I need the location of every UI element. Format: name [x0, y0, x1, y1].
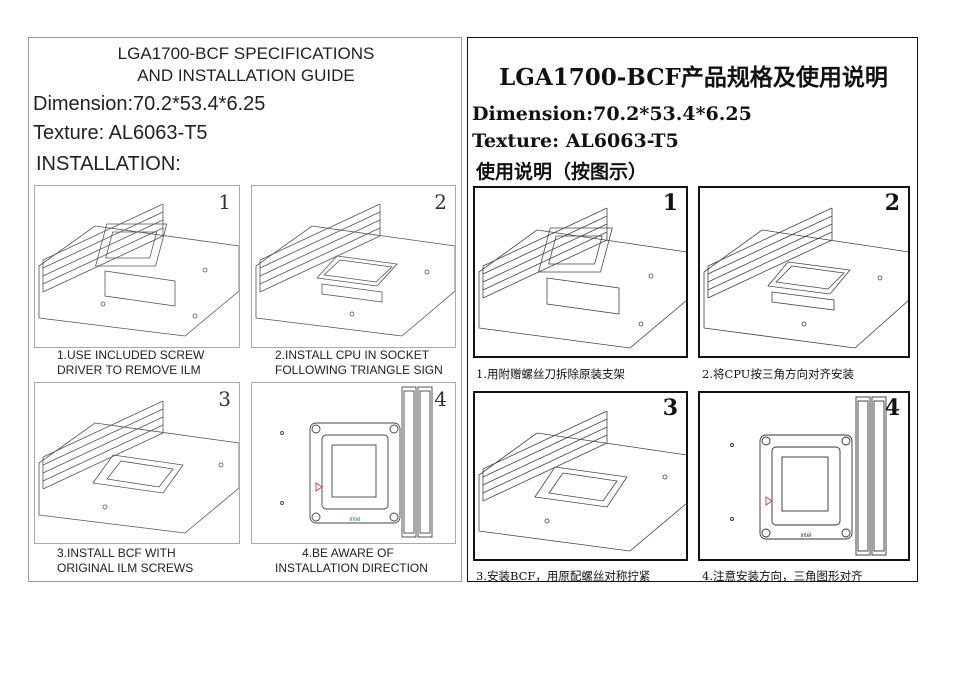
chinese-step-2-figure: 2 — [698, 186, 910, 358]
chinese-usage-heading: 使用说明（按图示） — [476, 161, 648, 183]
english-title-line1: LGA1700-BCF SPECIFICATIONS — [117, 44, 375, 63]
english-step-3-caption-line2: ORIGINAL ILM SCREWS — [57, 561, 194, 575]
chinese-step-2-illustration — [703, 207, 908, 349]
english-step-3-number: 3 — [218, 387, 231, 411]
english-step-1-caption-line1: 1.USE INCLUDED SCREW — [57, 348, 205, 362]
chinese-dimension: Dimension:70.2*53.4*6.25 — [472, 103, 752, 125]
chinese-step-1-figure: 1 — [473, 186, 688, 358]
english-step-2-caption-line1: 2.INSTALL CPU IN SOCKET — [275, 348, 430, 362]
english-step-4-number: 4 — [434, 387, 447, 411]
step-3-illustration — [38, 400, 239, 534]
english-spec-panel: LGA1700-BCF SPECIFICATIONS AND INSTALLAT… — [28, 37, 462, 582]
english-title-line2: AND INSTALLATION GUIDE — [137, 66, 355, 85]
english-step-3-figure: 3 — [34, 382, 240, 544]
english-step-2-number: 2 — [434, 190, 447, 214]
step-1-illustration — [38, 203, 239, 337]
english-step-3-caption-line1: 3.INSTALL BCF WITH — [57, 546, 176, 560]
english-installation-heading: INSTALLATION: — [36, 153, 181, 175]
chinese-step-1-illustration — [478, 207, 686, 349]
chinese-title: LGA1700-BCF产品规格及使用说明 — [499, 64, 888, 91]
english-texture: Texture: AL6063-T5 — [33, 122, 208, 144]
step-4-frame-logo: intel — [349, 517, 360, 523]
english-step-1-caption-line2: DRIVER TO REMOVE ILM — [57, 363, 201, 377]
chinese-step-4-illustration: intel — [730, 396, 887, 556]
chinese-texture: Texture: AL6063-T5 — [472, 130, 679, 152]
english-step-4-caption-line2: INSTALLATION DIRECTION — [275, 561, 428, 575]
chinese-step-3-illustration — [478, 410, 686, 552]
english-step-1-number: 1 — [218, 190, 231, 214]
chinese-step-4-figure: intel 4 — [698, 391, 910, 561]
step-4-illustration: intel — [280, 386, 433, 538]
english-step-2-figure: 2 — [251, 185, 456, 348]
chinese-spec-panel: LGA1700-BCF产品规格及使用说明 Dimension:70.2*53.4… — [467, 37, 918, 583]
chinese-step-4-caption: 4.注意安装方向，三角图形对齐 — [702, 569, 863, 583]
english-step-2-caption-line2: FOLLOWING TRIANGLE SIGN — [275, 363, 443, 377]
chinese-step-1-caption: 1.用附赠螺丝刀拆除原装支架 — [476, 367, 625, 381]
chinese-step-1-number: 1 — [662, 190, 678, 216]
chinese-step-3-caption: 3.安装BCF，用原配螺丝对称拧紧 — [476, 569, 651, 583]
step-2-illustration — [255, 203, 455, 337]
chinese-step-3-number: 3 — [662, 395, 678, 421]
chinese-step-3-figure: 3 — [473, 391, 688, 561]
chinese-step-2-number: 2 — [884, 190, 900, 216]
english-dimension: Dimension:70.2*53.4*6.25 — [33, 93, 266, 115]
chinese-step-4-frame-logo: intel — [800, 533, 811, 539]
english-step-1-figure: 1 — [34, 185, 240, 348]
chinese-step-2-caption: 2.将CPU按三角方向对齐安装 — [702, 367, 854, 381]
chinese-step-4-number: 4 — [884, 395, 900, 421]
english-step-4-caption-line1: 4.BE AWARE OF — [302, 546, 394, 560]
english-step-4-figure: intel 4 — [251, 382, 456, 544]
